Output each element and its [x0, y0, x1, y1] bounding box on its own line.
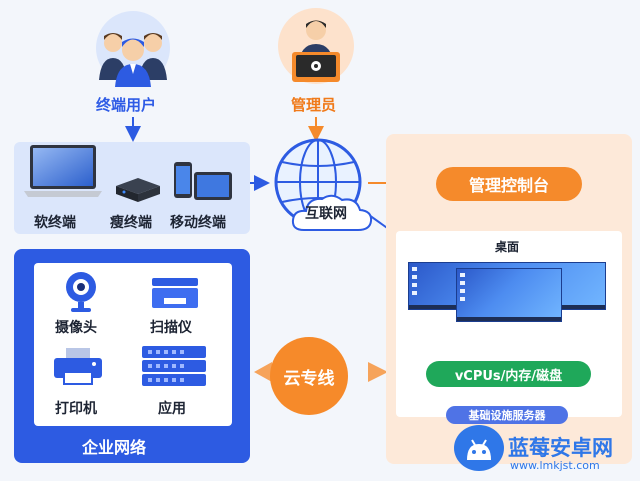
thin-client-icon	[116, 178, 160, 202]
device-label-printer: 打印机	[55, 401, 97, 417]
laptop-icon	[24, 145, 102, 197]
users-group-icon	[96, 11, 170, 87]
enterprise-network-label: 企业网络	[82, 438, 147, 457]
terminal-label-soft: 软终端	[34, 215, 76, 231]
watermark-site-name: 蓝莓安卓网	[508, 436, 613, 460]
device-label-application: 应用	[158, 401, 186, 417]
android-logo-icon	[467, 439, 491, 460]
terminal-label-mobile: 移动终端	[170, 215, 226, 231]
desktop-area	[396, 231, 622, 417]
end-users-label: 终端用户	[96, 96, 157, 114]
admin-icon	[278, 8, 354, 84]
infrastructure-server-label: 基础设施服务器	[446, 406, 568, 424]
scanner-icon	[152, 278, 198, 308]
internet-label: 互联网	[305, 206, 347, 222]
cloud-shape	[291, 194, 373, 231]
management-console: 管理控制台	[436, 167, 582, 201]
watermark-url: www.lmkjst.com	[510, 459, 600, 472]
vcpu-memory-disk-bar: vCPUs/内存/磁盘	[426, 361, 591, 387]
printer-icon	[54, 348, 102, 385]
device-label-scanner: 扫描仪	[150, 320, 192, 336]
virtual-desktop-screen	[456, 268, 562, 322]
mobile-devices-icon	[174, 162, 232, 200]
cloud-line-node: 云专线	[270, 337, 348, 415]
device-label-camera: 摄像头	[55, 320, 97, 336]
admin-label: 管理员	[291, 96, 337, 114]
terminal-label-thin: 瘦终端	[110, 215, 152, 231]
application-server-icon	[142, 346, 206, 386]
desktop-label: 桌面	[495, 240, 520, 254]
camera-icon	[66, 272, 96, 312]
